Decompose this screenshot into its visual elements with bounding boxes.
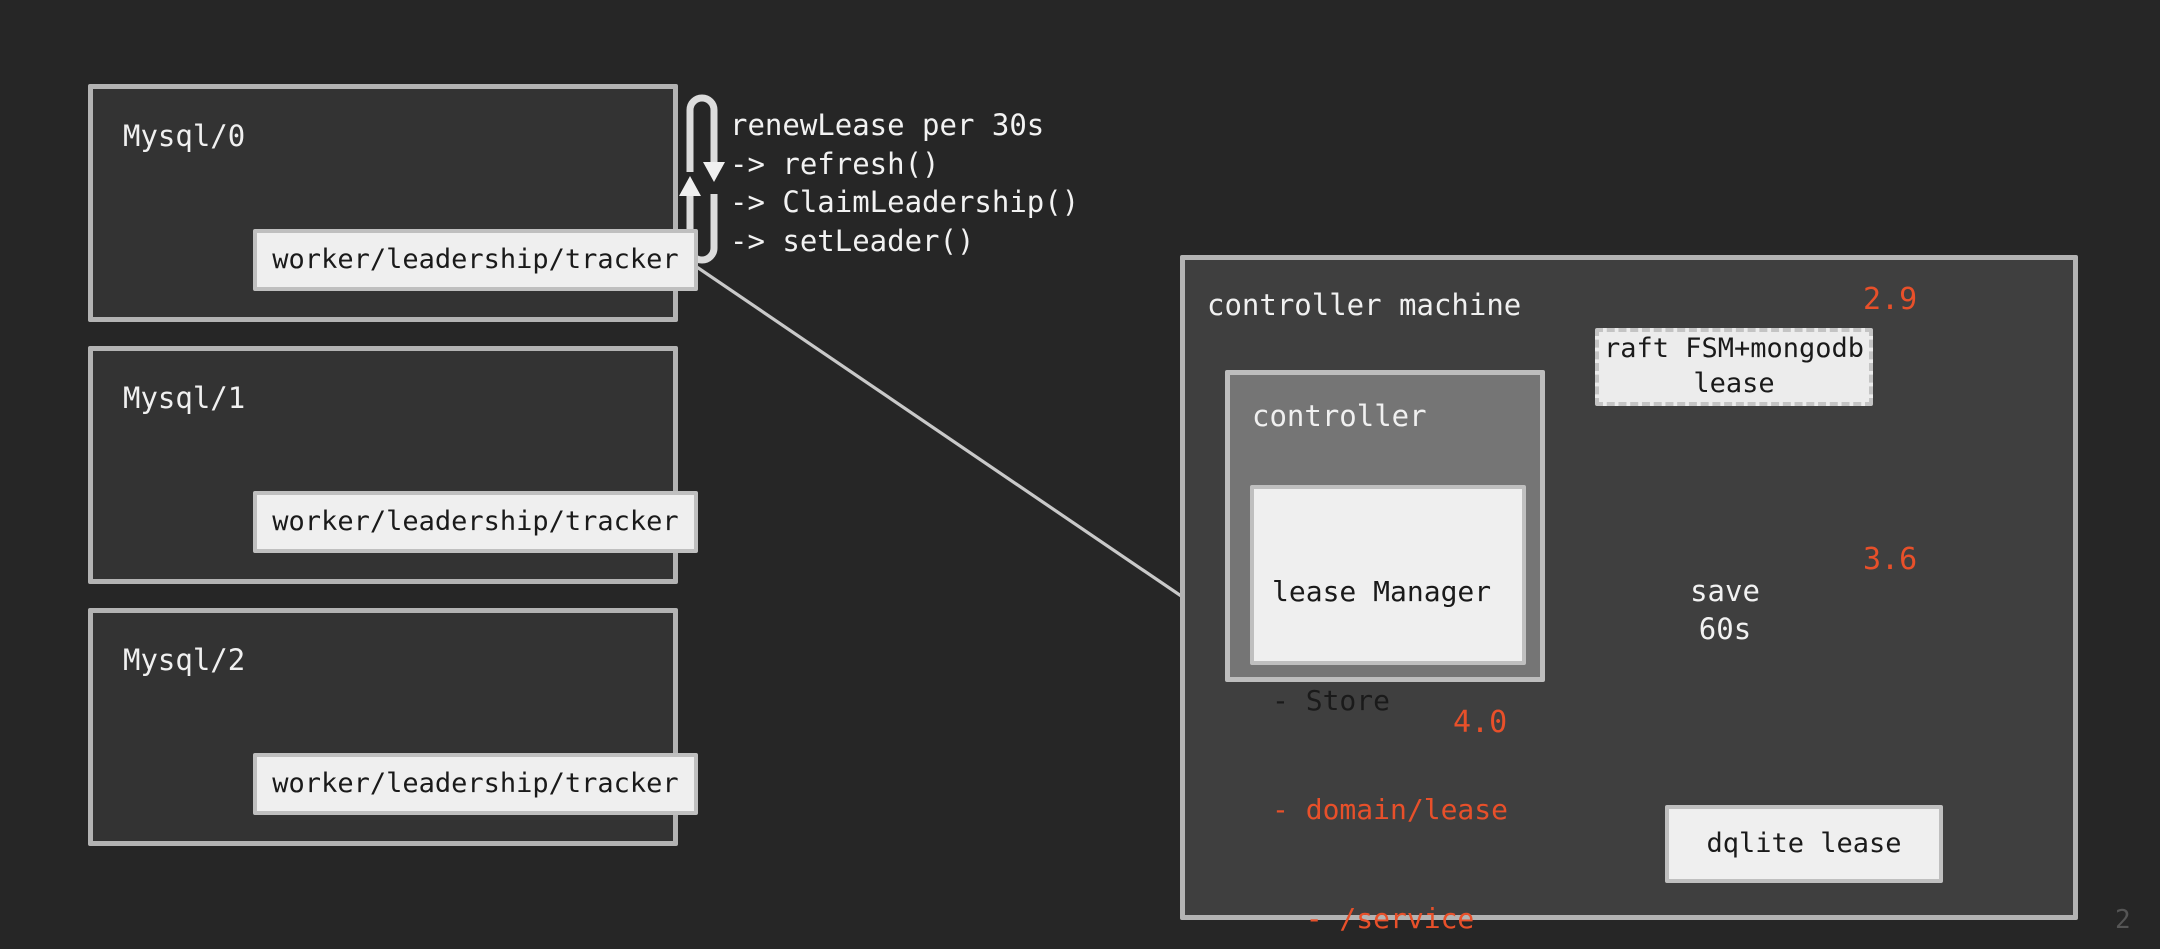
controller-box[interactable]: controller lease Manager - Store - domai… <box>1225 370 1545 935</box>
renew-lease-note: renewLease per 30s -> refresh() -> Claim… <box>730 108 1080 258</box>
save-interval-note: save 60s <box>1690 574 1760 646</box>
unit-title-mysql-2: Mysql/2 <box>123 643 246 677</box>
lease-manager-line-3: - domain/lease <box>1272 793 1509 827</box>
version-tag-4-0: 4.0 <box>1453 705 1508 740</box>
version-tag-3-6: 3.6 <box>1863 542 1918 577</box>
unit-title-mysql-0: Mysql/0 <box>123 119 246 153</box>
lease-manager-text: lease Manager - Store - domain/lease - /… <box>1272 501 1508 949</box>
unit-title-mysql-1: Mysql/1 <box>123 381 246 415</box>
controller-machine-title: controller machine <box>1207 288 1522 322</box>
page-number: 2 <box>2115 905 2131 935</box>
worker-box-mysql-1[interactable]: worker/leadership/tracker <box>253 491 698 553</box>
unit-box-mysql-0[interactable]: Mysql/0 worker/leadership/tracker <box>88 84 698 322</box>
unit-box-mysql-2[interactable]: Mysql/2 worker/leadership/tracker <box>88 608 698 846</box>
controller-machine-box[interactable]: controller machine controller lease Mana… <box>1180 255 2078 935</box>
worker-box-mysql-0[interactable]: worker/leadership/tracker <box>253 229 698 291</box>
unit-box-mysql-1[interactable]: Mysql/1 worker/leadership/tracker <box>88 346 698 584</box>
lease-manager-box[interactable]: lease Manager - Store - domain/lease - /… <box>1250 485 1526 935</box>
lease-manager-line-2: - Store <box>1272 683 1391 717</box>
lease-manager-line-1: lease Manager <box>1272 574 1492 608</box>
edge-tracker-to-lease-manager <box>606 204 1243 638</box>
worker-box-mysql-2[interactable]: worker/leadership/tracker <box>253 753 698 815</box>
controller-title: controller <box>1252 399 1427 433</box>
version-tag-2-9: 2.9 <box>1863 282 1918 317</box>
dqlite-lease-box[interactable]: dqlite lease <box>1665 805 1943 883</box>
lease-manager-line-4: - /service <box>1272 902 1475 936</box>
raft-fsm-mongodb-lease-box[interactable]: raft FSM+mongodb lease <box>1595 328 1873 406</box>
